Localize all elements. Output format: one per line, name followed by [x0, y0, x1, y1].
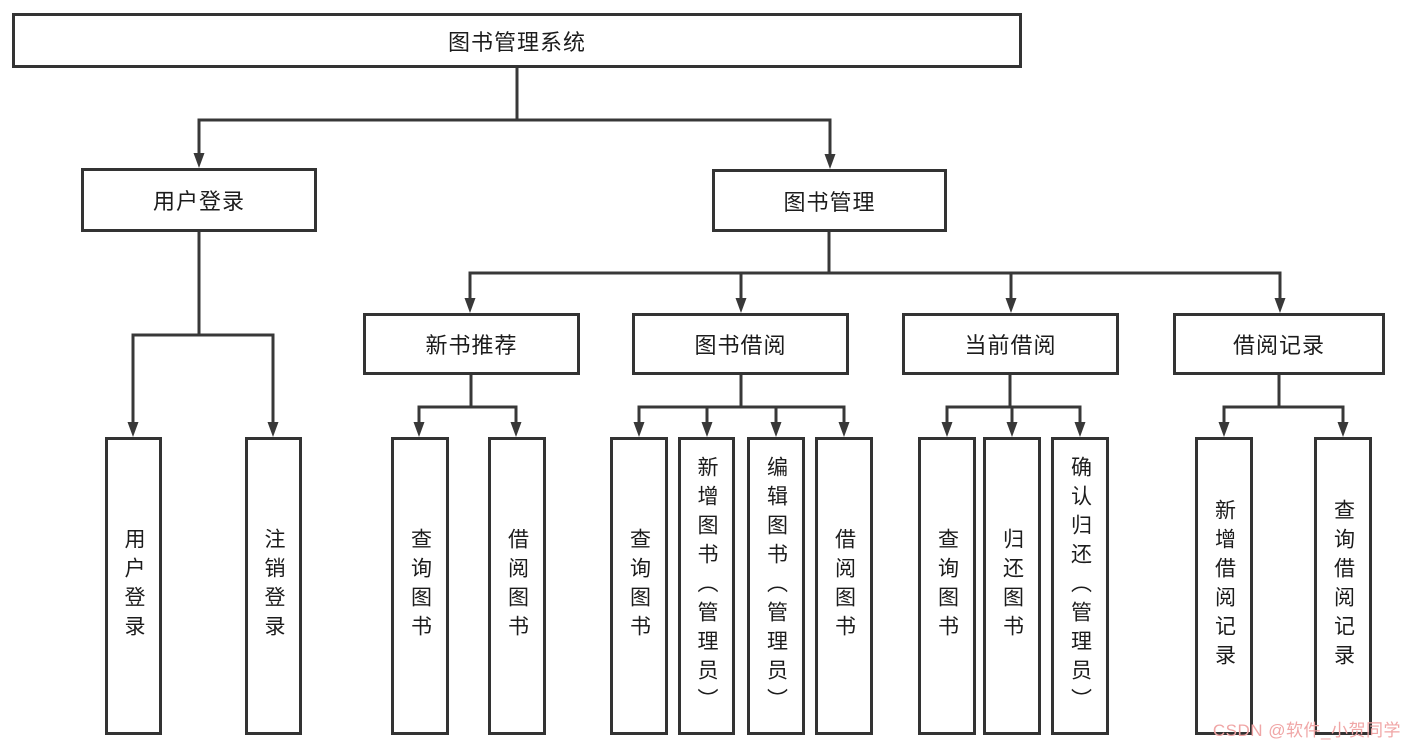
node-current-borrow-label: 当前借阅 — [964, 333, 1057, 358]
node-current-borrow: 当前借阅 — [902, 313, 1119, 375]
connector-login-fan — [127, 232, 279, 437]
node-borrow-records-label: 借阅记录 — [1232, 333, 1325, 358]
node-root-label: 图书管理系统 — [447, 29, 586, 55]
leaf-query-borrow-record-label: 查询借阅记录 — [1331, 499, 1355, 673]
connector-manage-fan — [464, 232, 1286, 313]
connector-borrow-fan — [633, 375, 850, 437]
leaf-borrow-books: 借阅图书 — [815, 437, 873, 735]
leaf-borrow-books-label: 借阅图书 — [832, 528, 856, 644]
leaf-return-books-label: 归还图书 — [1000, 528, 1024, 644]
leaf-query-borrow-record: 查询借阅记录 — [1314, 437, 1372, 735]
node-book-borrow-label: 图书借阅 — [694, 333, 787, 358]
leaf-borrow-books-recommend-label: 借阅图书 — [505, 528, 529, 644]
node-new-book-recommend-label: 新书推荐 — [425, 333, 518, 358]
leaf-add-books-admin-label: 新增图书（管理员） — [695, 455, 719, 717]
leaf-query-books-recommend-label: 查询图书 — [408, 528, 432, 644]
connector-current-fan — [941, 375, 1086, 437]
leaf-confirm-return-admin: 确认归还（管理员） — [1051, 437, 1109, 735]
node-book-manage-label: 图书管理 — [783, 189, 876, 215]
leaf-user-login-label: 用户登录 — [122, 528, 146, 644]
leaf-edit-books-admin-label: 编辑图书（管理员） — [764, 455, 788, 717]
connector-recommend-fan — [413, 375, 522, 437]
leaf-query-books-recommend: 查询图书 — [391, 437, 449, 735]
leaf-query-books-current: 查询图书 — [918, 437, 976, 735]
leaf-add-books-admin: 新增图书（管理员） — [678, 437, 735, 735]
connector-records-fan — [1218, 375, 1349, 437]
leaf-edit-books-admin: 编辑图书（管理员） — [747, 437, 805, 735]
leaf-confirm-return-admin-label: 确认归还（管理员） — [1068, 455, 1092, 717]
node-book-borrow: 图书借阅 — [632, 313, 849, 375]
node-user-login-label: 用户登录 — [152, 189, 245, 214]
leaf-logout-label: 注销登录 — [262, 528, 286, 644]
connector-root-fan — [193, 68, 836, 169]
node-book-manage: 图书管理 — [712, 169, 947, 232]
leaf-logout: 注销登录 — [245, 437, 302, 735]
leaf-query-books-borrow-label: 查询图书 — [627, 528, 651, 644]
node-root-system: 图书管理系统 — [12, 13, 1022, 68]
csdn-watermark: CSDN @软件_小贺同学 — [1212, 721, 1401, 740]
leaf-query-books-current-label: 查询图书 — [935, 528, 959, 644]
node-borrow-records: 借阅记录 — [1173, 313, 1385, 375]
leaf-add-borrow-record-label: 新增借阅记录 — [1212, 499, 1236, 673]
leaf-borrow-books-recommend: 借阅图书 — [488, 437, 546, 735]
leaf-add-borrow-record: 新增借阅记录 — [1195, 437, 1253, 735]
leaf-return-books: 归还图书 — [983, 437, 1041, 735]
node-user-login: 用户登录 — [81, 168, 317, 232]
leaf-user-login: 用户登录 — [105, 437, 162, 735]
node-new-book-recommend: 新书推荐 — [363, 313, 580, 375]
leaf-query-books-borrow: 查询图书 — [610, 437, 668, 735]
